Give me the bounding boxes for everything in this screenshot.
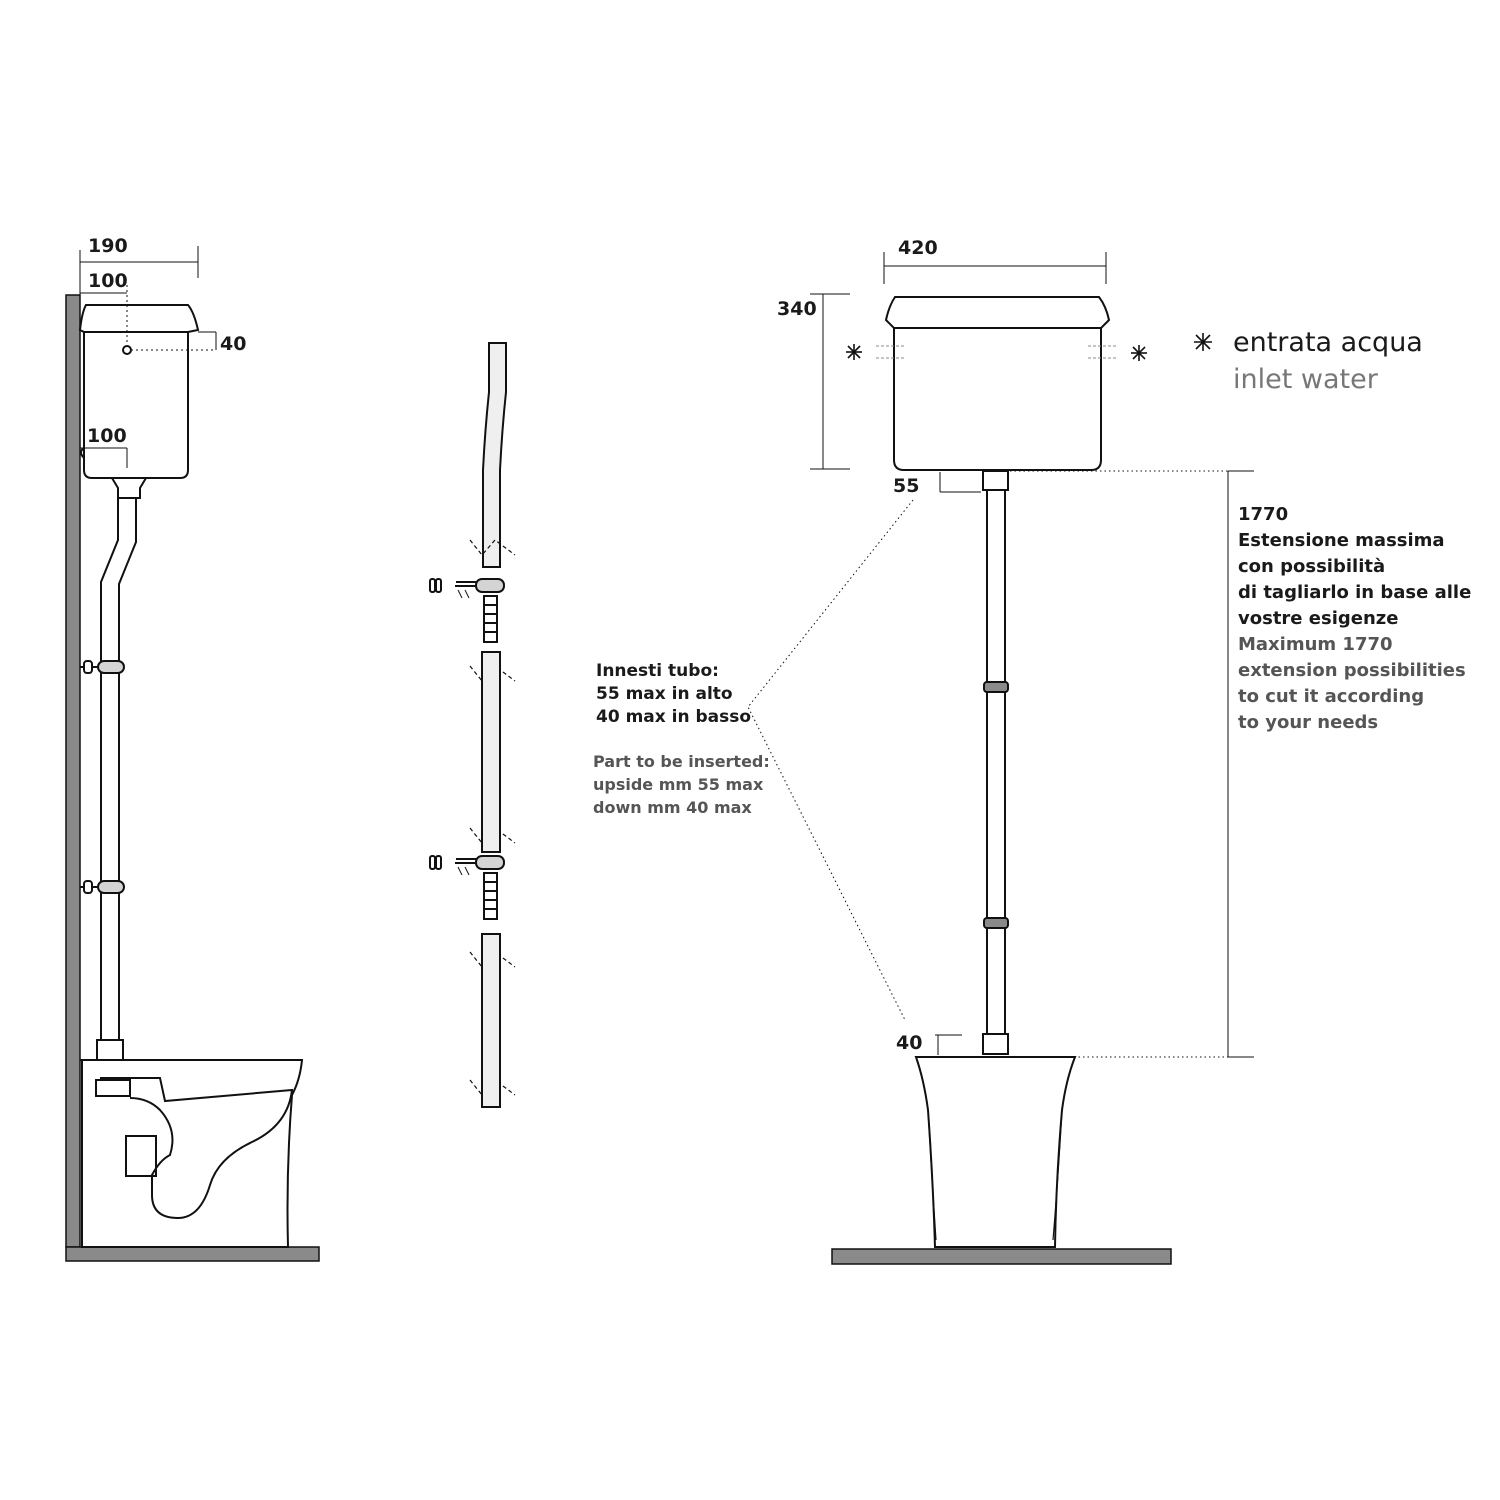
dim-top-insert: 55	[893, 475, 919, 497]
cistern-front	[884, 296, 1111, 471]
extension-note-en-1: Maximum 1770	[1238, 634, 1393, 655]
pipe-clamp-upper	[80, 660, 125, 674]
extension-note-en-2: extension possibilities	[1238, 660, 1466, 681]
pipe-note-en: Part to be inserted: upside mm 55 max do…	[593, 750, 770, 819]
front-pipe-joint-upper	[983, 681, 1009, 693]
dim-side-width: 190	[88, 235, 128, 257]
cistern-side	[78, 304, 200, 479]
extension-note-it-2: Estensione massima	[1238, 530, 1445, 551]
extension-note-it-1: 1770	[1238, 504, 1289, 525]
pipe-note-it-3: 40 max in basso	[596, 707, 752, 727]
legend-inlet-it: entrata acqua	[1233, 327, 1423, 358]
front-pipe	[986, 489, 1006, 1035]
extension-note-en-3: to cut it according	[1238, 686, 1425, 707]
inlet-marker-right	[1131, 345, 1147, 361]
pipe-clamp-lower	[80, 880, 125, 894]
dim-bottom-insert: 40	[896, 1032, 922, 1054]
extension-note-it-5: vostre esigenze	[1238, 608, 1399, 629]
extension-note-it-4: di tagliarlo in base alle	[1238, 582, 1472, 603]
side-dimensions	[79, 246, 217, 468]
dim-side-offset-top: 100	[88, 270, 128, 292]
pipe-note-it-2: 55 max in alto	[596, 684, 733, 704]
pipe-coupler-1	[429, 578, 505, 643]
extension-note-it-3: con possibilità	[1238, 556, 1386, 577]
inlet-hole	[122, 345, 132, 355]
inlet-marker-left	[846, 344, 862, 360]
pipe-segment-middle	[481, 651, 501, 853]
toilet-side	[80, 1059, 304, 1248]
front-view	[747, 252, 1254, 1265]
dim-front-width: 420	[898, 237, 938, 259]
toilet-front	[914, 1056, 1077, 1248]
floor-left	[65, 1246, 320, 1262]
legend-symbol	[1194, 333, 1212, 351]
dim-side-inlet-height: 40	[220, 333, 246, 355]
exploded-pipe	[429, 342, 516, 1108]
front-pipe-joint-lower	[983, 917, 1009, 929]
floor-right	[831, 1248, 1172, 1265]
pipe-note-en-2: upside mm 55 max	[593, 775, 764, 794]
pipe-note: Innesti tubo: 55 max in alto 40 max in b…	[596, 660, 751, 729]
wall	[65, 294, 81, 1248]
pipe-coupler-2	[429, 855, 505, 920]
front-dimensions	[747, 252, 1254, 1058]
pipe-segment-bottom	[481, 933, 501, 1108]
legend-inlet-en: inlet water	[1233, 364, 1378, 395]
side-pipe	[100, 498, 137, 1040]
dim-front-height: 340	[777, 298, 817, 320]
dim-side-offset-bottom: 100	[87, 425, 127, 447]
extension-note: 1770 Estensione massima con possibilità …	[1238, 502, 1471, 736]
pipe-note-en-1: Part to be inserted:	[593, 752, 770, 771]
pipe-note-en-3: down mm 40 max	[593, 798, 752, 817]
pipe-segment-top	[482, 342, 507, 568]
extension-note-en-4: to your needs	[1238, 712, 1379, 733]
side-view	[65, 246, 320, 1262]
pipe-note-it-1: Innesti tubo:	[596, 661, 719, 681]
